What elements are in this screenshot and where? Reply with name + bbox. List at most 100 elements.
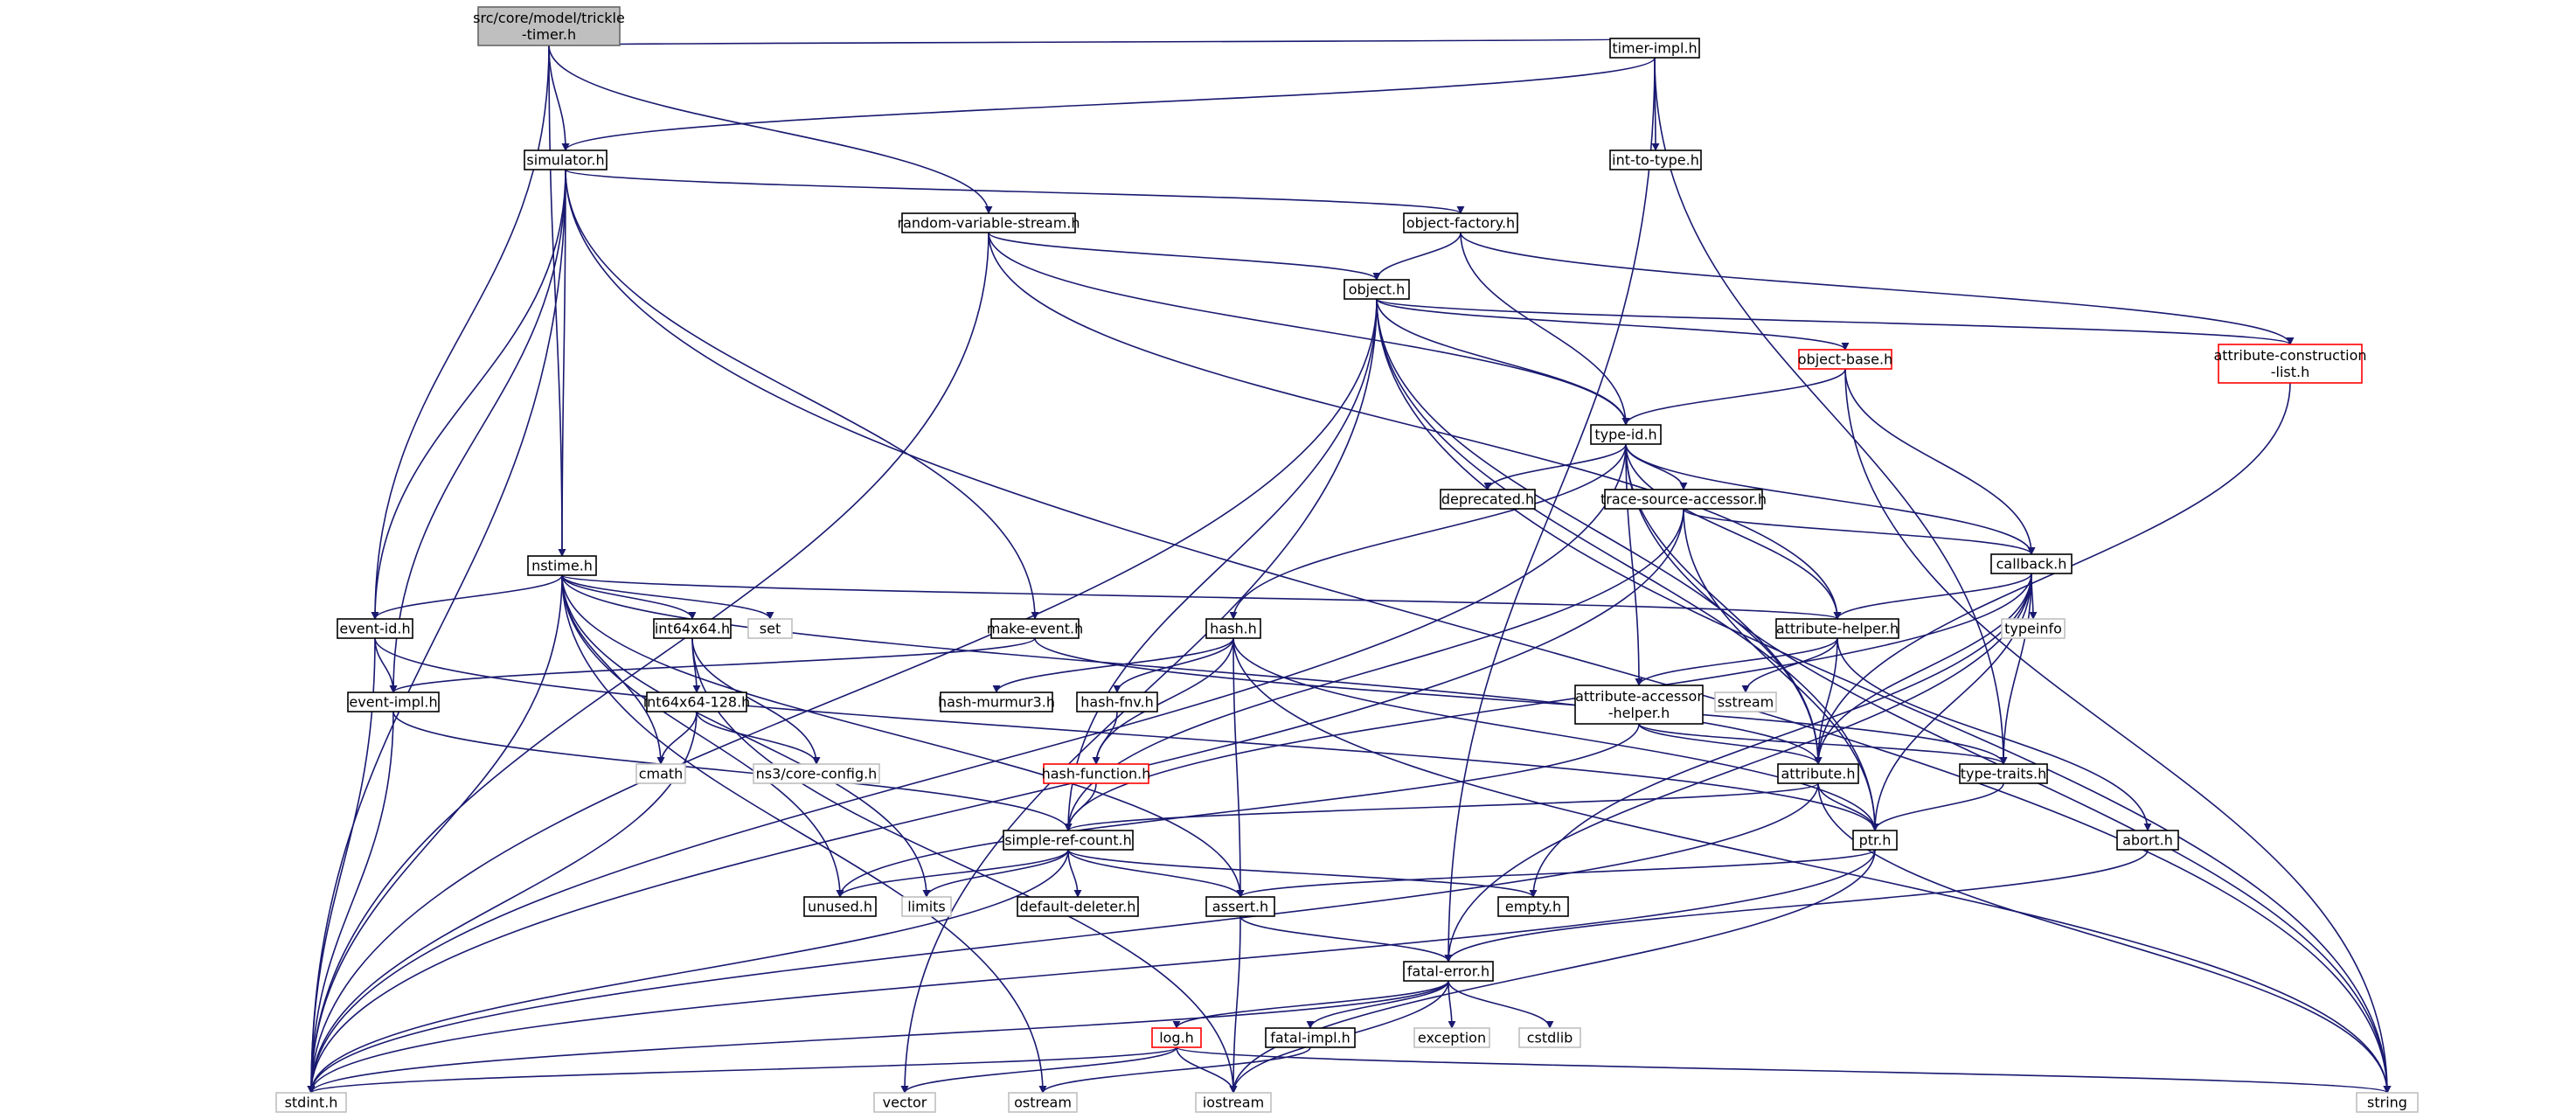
node-empty[interactable]: empty.h (1497, 896, 1569, 917)
edge-callback-to-type-traits (1999, 573, 2032, 765)
edge-fatal-impl-to-ostream (1038, 1046, 1311, 1094)
node-label: assert.h (1212, 899, 1268, 915)
node-label: exception (1418, 1030, 1486, 1046)
node-int-to-type[interactable]: int-to-type.h (1609, 149, 1702, 170)
node-vector[interactable]: vector (873, 1092, 936, 1113)
edge-object-factory-to-type-id (1460, 232, 1630, 426)
node-int64x64[interactable]: int64x64.h (653, 618, 732, 639)
node-object-base[interactable]: object-base.h (1798, 349, 1892, 370)
node-label: type-traits.h (1961, 766, 2046, 782)
node-box (873, 1092, 936, 1113)
edge-random-variable-stream-to-attribute-helper (988, 232, 1842, 620)
node-label: limits (907, 899, 946, 915)
node-attribute[interactable]: attribute.h (1777, 763, 1859, 784)
node-simple-ref-count[interactable]: simple-ref-count.h (1003, 830, 1134, 851)
edge-fatal-error-to-exception (1448, 980, 1456, 1029)
node-exception[interactable]: exception (1413, 1027, 1490, 1048)
edge-object-to-type-id (1376, 298, 1630, 426)
node-sstream[interactable]: sstream (1714, 692, 1777, 712)
edge-object-to-object-base (1376, 298, 1850, 351)
node-iostream[interactable]: iostream (1195, 1092, 1272, 1113)
node-object-factory[interactable]: object-factory.h (1403, 212, 1518, 233)
node-label: int64x64-128.h (643, 694, 751, 711)
edge-type-id-to-callback (1625, 443, 2036, 555)
edge-attribute-helper-to-attribute-accessor-helper (1635, 637, 1838, 686)
edge-root-to-simulator (548, 45, 570, 151)
edge-type-id-to-trace-source-accessor (1625, 443, 1688, 490)
node-nstime[interactable]: nstime.h (527, 555, 597, 576)
edge-nstime-to-limits (561, 574, 931, 898)
node-ostream[interactable]: ostream (1008, 1092, 1078, 1113)
edge-nstime-to-event-id (371, 574, 563, 620)
node-hash-murmur3[interactable]: hash-murmur3.h (938, 692, 1055, 712)
node-fatal-error[interactable]: fatal-error.h (1403, 961, 1494, 982)
edge-event-impl-to-stdint (307, 711, 394, 1094)
node-callback[interactable]: callback.h (1990, 553, 2073, 574)
node-hash[interactable]: hash.h (1205, 618, 1261, 639)
node-fatal-impl[interactable]: fatal-impl.h (1265, 1027, 1356, 1048)
node-label: attribute-helper.h (1776, 621, 1899, 637)
node-box (1590, 424, 1662, 445)
node-box (1518, 1027, 1581, 1048)
edge-attribute-helper-to-abort (1837, 637, 2152, 831)
node-make-event[interactable]: make-event.h (987, 618, 1084, 639)
node-box (1440, 489, 1536, 510)
node-attribute-accessor-helper[interactable]: attribute-accessor-helper.h (1574, 685, 1704, 725)
edge-simulator-to-object-factory (565, 169, 1465, 214)
edge-int64x64-128-to-cmath (656, 711, 698, 765)
node-unused[interactable]: unused.h (803, 896, 877, 917)
node-trace-source-accessor[interactable]: trace-source-accessor.h (1600, 489, 1767, 510)
node-assert[interactable]: assert.h (1205, 896, 1275, 917)
edge-nstime-to-unused (561, 574, 844, 898)
node-ptr[interactable]: ptr.h (1852, 830, 1898, 851)
node-box (2356, 1092, 2419, 1113)
node-label: src/core/model/trickle (473, 10, 625, 26)
node-event-id[interactable]: event-id.h (337, 618, 413, 639)
node-label: sstream (1718, 694, 1774, 711)
node-hash-function[interactable]: hash-function.h (1042, 763, 1151, 784)
node-box (901, 896, 952, 917)
node-box (527, 555, 597, 576)
node-typeinfo[interactable]: typeinfo (2001, 618, 2066, 639)
node-label: deprecated.h (1441, 491, 1534, 508)
node-box (1775, 618, 1899, 639)
node-cstdlib[interactable]: cstdlib (1518, 1027, 1581, 1048)
node-box (1959, 763, 2048, 784)
node-cmath[interactable]: cmath (635, 763, 686, 784)
node-int64x64-128[interactable]: int64x64-128.h (643, 692, 751, 712)
node-box (477, 6, 621, 46)
node-simulator[interactable]: simulator.h (524, 149, 608, 170)
node-ns3-core-config[interactable]: ns3/core-config.h (753, 763, 880, 784)
edge-attribute-accessor-helper-to-attribute (1638, 723, 1823, 765)
node-type-id[interactable]: type-id.h (1590, 424, 1662, 445)
node-default-deleter[interactable]: default-deleter.h (1017, 896, 1139, 917)
node-box (1413, 1027, 1490, 1048)
edge-attribute-to-ptr (1817, 782, 1879, 831)
node-attribute-helper[interactable]: attribute-helper.h (1775, 618, 1899, 639)
node-limits[interactable]: limits (901, 896, 952, 917)
node-label: log.h (1159, 1030, 1194, 1046)
node-attribute-construction-list[interactable]: attribute-construction-list.h (2213, 344, 2367, 384)
edge-event-id-to-stdint (307, 637, 376, 1094)
node-box (1497, 896, 1569, 917)
node-deprecated[interactable]: deprecated.h (1440, 489, 1536, 510)
node-abort[interactable]: abort.h (2116, 830, 2179, 851)
node-string[interactable]: string (2356, 1092, 2419, 1113)
node-random-variable-stream[interactable]: random-variable-stream.h (897, 212, 1080, 233)
node-label: callback.h (1996, 556, 2067, 573)
node-stdint[interactable]: stdint.h (275, 1092, 347, 1113)
edge-attribute-accessor-helper-to-unused (836, 723, 1640, 898)
node-event-impl[interactable]: event-impl.h (347, 692, 440, 712)
node-label: object.h (1349, 281, 1406, 298)
node-timer-impl[interactable]: timer-impl.h (1609, 38, 1700, 59)
node-type-traits[interactable]: type-traits.h (1959, 763, 2048, 784)
edge-simple-ref-count-to-unused (836, 849, 1069, 898)
node-hash-fnv[interactable]: hash-fnv.h (1076, 692, 1158, 712)
node-log[interactable]: log.h (1151, 1027, 1202, 1048)
node-object[interactable]: object.h (1344, 279, 1410, 300)
node-set[interactable]: set (747, 618, 793, 639)
node-root[interactable]: src/core/model/trickle-timer.h (473, 6, 625, 46)
edge-type-id-to-deprecated (1483, 443, 1627, 490)
node-label: -list.h (2271, 364, 2310, 380)
node-box (1777, 763, 1859, 784)
